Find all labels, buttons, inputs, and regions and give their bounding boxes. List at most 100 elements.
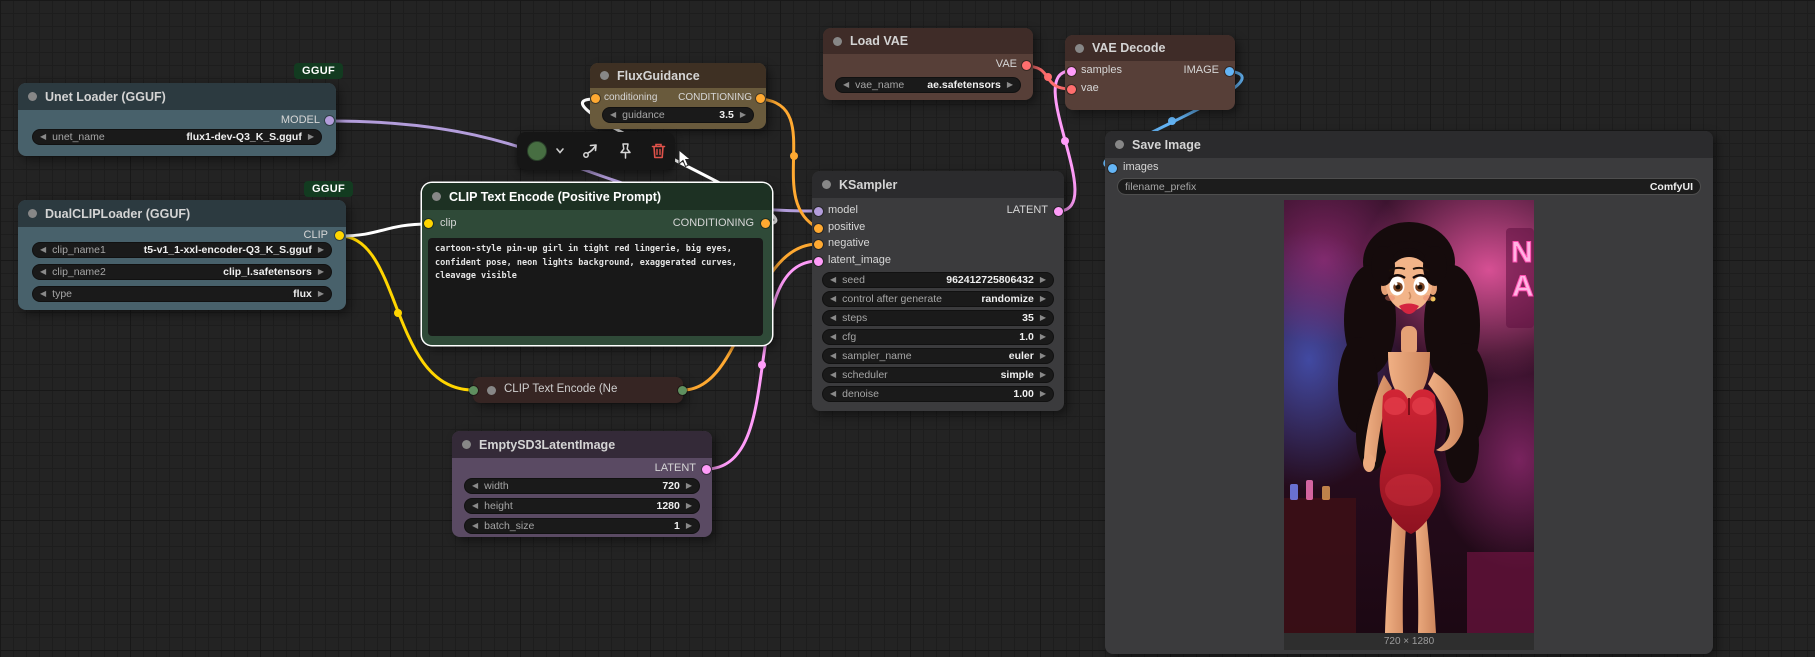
increment-arrow-icon[interactable]	[686, 482, 692, 490]
increment-arrow-icon[interactable]	[1040, 371, 1046, 379]
collapse-dot[interactable]	[28, 92, 37, 101]
node-header[interactable]: KSampler	[812, 171, 1064, 198]
decrement-arrow-icon[interactable]	[830, 390, 836, 398]
node-dual-clip-loader[interactable]: DualCLIPLoader (GGUF) CLIP clip_name1 t5…	[18, 200, 346, 310]
seed-widget[interactable]: seed 962412725806432	[822, 272, 1054, 288]
collapse-dot[interactable]	[1075, 43, 1084, 53]
increment-arrow-icon[interactable]	[308, 133, 314, 141]
node-header[interactable]: EmptySD3LatentImage	[452, 431, 712, 458]
node-clip-text-encode-positive[interactable]: CLIP Text Encode (Positive Prompt) clip …	[422, 183, 772, 345]
prompt-textarea[interactable]: cartoon-style pin-up girl in tight red l…	[428, 238, 763, 336]
link-clip-positive-selected[interactable]	[338, 222, 431, 238]
node-header[interactable]: DualCLIPLoader (GGUF)	[18, 200, 346, 227]
decrement-arrow-icon[interactable]	[472, 482, 478, 490]
steps-widget[interactable]: steps 35	[822, 310, 1054, 326]
control-after-generate-widget[interactable]: control after generate randomize	[822, 291, 1054, 307]
latent-output-dot[interactable]	[1053, 206, 1063, 216]
denoise-widget[interactable]: denoise 1.00	[822, 386, 1054, 402]
collapse-dot[interactable]	[432, 192, 441, 201]
increment-arrow-icon[interactable]	[1040, 314, 1046, 322]
decrement-arrow-icon[interactable]	[40, 290, 46, 298]
node-header[interactable]: Save Image	[1105, 131, 1713, 158]
collapsed-input-dot[interactable]	[469, 385, 478, 395]
node-load-vae[interactable]: Load VAE VAE vae_name ae.safetensors	[823, 28, 1033, 100]
decrement-arrow-icon[interactable]	[40, 133, 46, 141]
positive-input-dot[interactable]	[813, 223, 823, 233]
node-empty-sd3-latent[interactable]: EmptySD3LatentImage LATENT width 720 hei…	[452, 431, 712, 537]
increment-arrow-icon[interactable]	[1040, 352, 1046, 360]
cfg-widget[interactable]: cfg 1.0	[822, 329, 1054, 345]
link-conditioning-to-fluxguidance-selected[interactable]	[581, 97, 778, 226]
node-color-button[interactable]	[527, 141, 547, 161]
clip-input-dot[interactable]	[424, 219, 433, 228]
samples-input-dot[interactable]	[1067, 66, 1076, 76]
trash-icon[interactable]	[650, 142, 667, 160]
decrement-arrow-icon[interactable]	[830, 352, 836, 360]
node-save-image[interactable]: Save Image images filename_prefix ComfyU…	[1105, 131, 1713, 654]
guidance-widget[interactable]: guidance 3.5	[602, 107, 754, 123]
decrement-arrow-icon[interactable]	[472, 522, 478, 530]
image-output-dot[interactable]	[1224, 66, 1234, 76]
latent-image-input-dot[interactable]	[813, 256, 823, 266]
generated-image-preview[interactable]: N A	[1284, 200, 1534, 633]
conditioning-output-dot[interactable]	[756, 94, 765, 103]
sampler-name-widget[interactable]: sampler_name euler	[822, 348, 1054, 364]
chevron-down-icon[interactable]	[555, 147, 565, 155]
decrement-arrow-icon[interactable]	[610, 111, 616, 119]
node-ksampler[interactable]: KSampler model LATENT positive negative …	[812, 171, 1064, 411]
node-header[interactable]: VAE Decode	[1065, 35, 1235, 61]
latent-output-dot[interactable]	[701, 464, 711, 474]
type-widget[interactable]: type flux	[32, 286, 332, 302]
increment-arrow-icon[interactable]	[318, 246, 324, 254]
decrement-arrow-icon[interactable]	[830, 314, 836, 322]
decrement-arrow-icon[interactable]	[830, 371, 836, 379]
unet-name-widget[interactable]: unet_name flux1-dev-Q3_K_S.gguf	[32, 129, 322, 145]
decrement-arrow-icon[interactable]	[472, 502, 478, 510]
increment-arrow-icon[interactable]	[686, 522, 692, 530]
filename-prefix-widget[interactable]: filename_prefix ComfyUI	[1117, 178, 1701, 195]
node-vae-decode[interactable]: VAE Decode samples IMAGE vae	[1065, 35, 1235, 110]
increment-arrow-icon[interactable]	[318, 268, 324, 276]
decrement-arrow-icon[interactable]	[830, 295, 836, 303]
increment-arrow-icon[interactable]	[1040, 333, 1046, 341]
decrement-arrow-icon[interactable]	[830, 333, 836, 341]
bypass-arrow-icon[interactable]	[581, 142, 601, 160]
collapse-dot[interactable]	[822, 180, 831, 189]
node-unet-loader[interactable]: Unet Loader (GGUF) MODEL unet_name flux1…	[18, 83, 336, 156]
increment-arrow-icon[interactable]	[1040, 295, 1046, 303]
collapse-dot[interactable]	[487, 385, 496, 395]
model-input-dot[interactable]	[813, 206, 823, 216]
node-flux-guidance[interactable]: FluxGuidance conditioning CONDITIONING g…	[590, 63, 766, 129]
increment-arrow-icon[interactable]	[1007, 81, 1013, 89]
node-header[interactable]: Unet Loader (GGUF)	[18, 83, 336, 110]
clip-name1-widget[interactable]: clip_name1 t5-v1_1-xxl-encoder-Q3_K_S.gg…	[32, 242, 332, 258]
batch-size-widget[interactable]: batch_size 1	[464, 518, 700, 534]
scheduler-widget[interactable]: scheduler simple	[822, 367, 1054, 383]
images-input-dot[interactable]	[1108, 163, 1117, 173]
collapse-dot[interactable]	[28, 209, 37, 218]
collapse-dot[interactable]	[833, 36, 842, 46]
vae-output-dot[interactable]	[1022, 61, 1031, 70]
collapse-dot[interactable]	[462, 440, 471, 449]
collapsed-output-dot[interactable]	[678, 385, 687, 395]
increment-arrow-icon[interactable]	[740, 111, 746, 119]
model-output-dot[interactable]	[325, 116, 334, 125]
collapse-dot[interactable]	[1115, 140, 1124, 149]
vae-input-dot[interactable]	[1067, 84, 1076, 94]
node-header[interactable]: Load VAE	[823, 28, 1033, 54]
node-header[interactable]: CLIP Text Encode (Positive Prompt)	[422, 183, 772, 210]
increment-arrow-icon[interactable]	[1040, 276, 1046, 284]
clip-name2-widget[interactable]: clip_name2 clip_l.safetensors	[32, 264, 332, 280]
node-clip-text-encode-negative[interactable]: CLIP Text Encode (Ne	[469, 377, 687, 403]
collapse-dot[interactable]	[600, 71, 609, 80]
height-widget[interactable]: height 1280	[464, 498, 700, 514]
increment-arrow-icon[interactable]	[318, 290, 324, 298]
decrement-arrow-icon[interactable]	[843, 81, 849, 89]
decrement-arrow-icon[interactable]	[40, 246, 46, 254]
increment-arrow-icon[interactable]	[1040, 390, 1046, 398]
width-widget[interactable]: width 720	[464, 478, 700, 494]
conditioning-output-dot[interactable]	[761, 219, 770, 228]
increment-arrow-icon[interactable]	[686, 502, 692, 510]
node-header[interactable]: FluxGuidance	[590, 63, 766, 88]
vae-name-widget[interactable]: vae_name ae.safetensors	[835, 77, 1021, 93]
